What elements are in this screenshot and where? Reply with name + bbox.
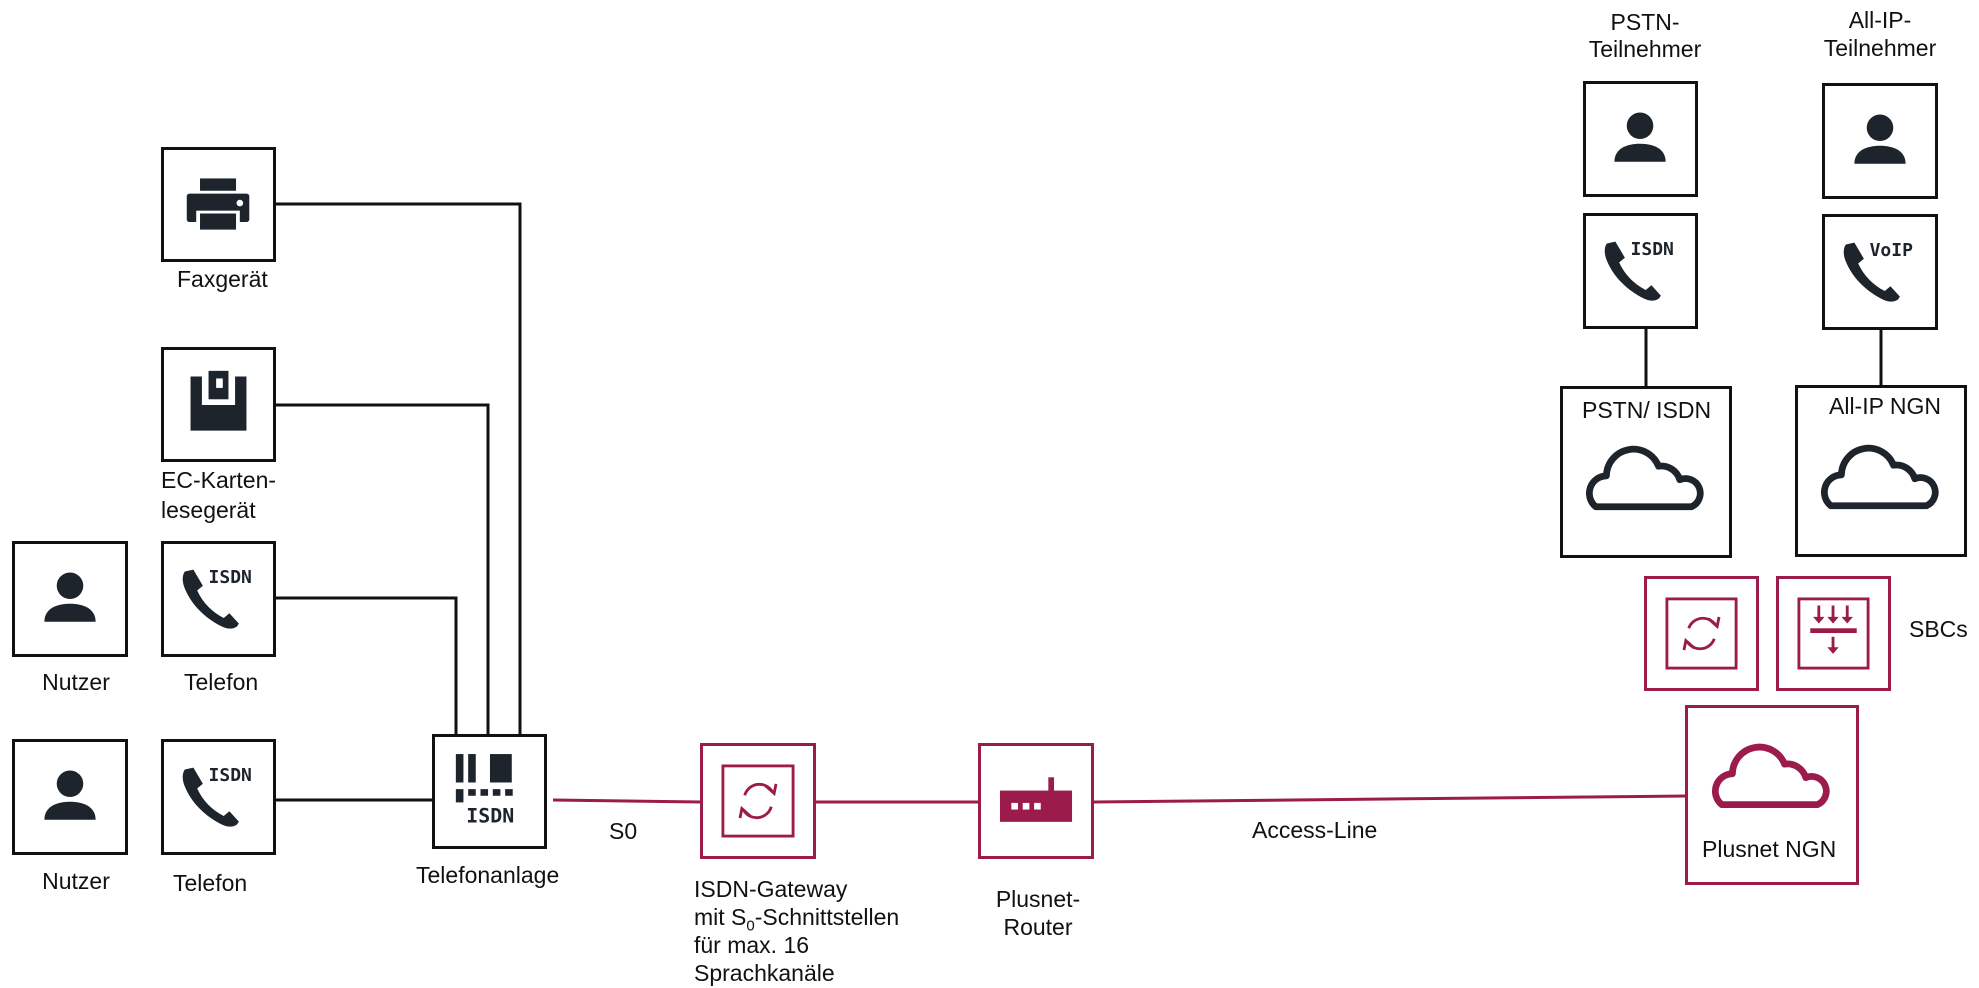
fax-device bbox=[161, 147, 276, 262]
router-icon bbox=[999, 777, 1073, 822]
pbx-icon-text: ISDN bbox=[466, 804, 514, 827]
fax-label: Faxgerät bbox=[177, 266, 268, 292]
sbc-sync-box bbox=[1644, 576, 1759, 691]
pstn-subscriber-label-line1: PSTN- bbox=[1610, 9, 1680, 35]
user-1-label: Nutzer bbox=[42, 669, 110, 695]
isdn-phone-icon: ISDN bbox=[182, 567, 252, 629]
fax-line bbox=[276, 202, 522, 737]
pstn-network-box bbox=[1560, 386, 1732, 558]
sbc-filter-box bbox=[1776, 576, 1891, 691]
gateway-label-line4: Sprachkanäle bbox=[694, 960, 835, 986]
sync-arrows-icon bbox=[721, 764, 795, 838]
printer-icon bbox=[186, 178, 250, 232]
card-reader-device bbox=[161, 347, 276, 462]
card-reader-label-line1: EC-Karten- bbox=[161, 467, 277, 493]
allip-phone-icon-text: VoIP bbox=[1870, 240, 1914, 261]
router-box bbox=[978, 743, 1094, 859]
person-icon bbox=[44, 770, 96, 820]
gateway-line2-suffix: -Schnittstellen bbox=[754, 904, 900, 930]
cloud-icon bbox=[1821, 444, 1939, 510]
card-reader-label-line2: lesegerät bbox=[161, 497, 256, 523]
card-reader-icon bbox=[190, 370, 247, 431]
phone-2-icon-text: ISDN bbox=[209, 765, 252, 786]
s0-label: S0 bbox=[609, 818, 638, 844]
allip-subscriber-label-line2: Teilnehmer bbox=[1823, 35, 1937, 61]
person-icon bbox=[1854, 114, 1906, 164]
gateway-line2-prefix: mit S bbox=[694, 904, 747, 930]
gateway-label-line1: ISDN-Gateway bbox=[694, 876, 848, 902]
s0-line bbox=[552, 798, 703, 804]
plusnet-ngn-box bbox=[1685, 705, 1859, 885]
phone-1-label: Telefon bbox=[184, 669, 259, 695]
pbx-box: ISDN bbox=[432, 734, 547, 849]
pbx-label: Telefonanlage bbox=[416, 862, 560, 888]
phone-1-icon-text: ISDN bbox=[209, 567, 252, 588]
plusnet-ngn-label: Plusnet NGN bbox=[1702, 836, 1837, 862]
pstn-phone-icon-text: ISDN bbox=[1631, 239, 1674, 260]
cloud-icon bbox=[1711, 743, 1830, 809]
access-line bbox=[1093, 794, 1688, 804]
phone-2-box: ISDN bbox=[161, 739, 276, 855]
pstn-phone-box: ISDN bbox=[1583, 213, 1698, 329]
allip-user-box bbox=[1822, 83, 1938, 199]
router-label-line2: Router bbox=[1003, 914, 1073, 940]
isdn-pbx-icon: ISDN bbox=[455, 754, 514, 827]
isdn-gateway-box bbox=[700, 743, 816, 859]
user-1-box bbox=[12, 541, 128, 657]
allip-subscriber-label-line1: All-IP- bbox=[1848, 7, 1912, 33]
card-reader-line bbox=[276, 403, 490, 737]
pstn-user-box bbox=[1583, 81, 1698, 197]
phone-1-box: ISDN bbox=[161, 541, 276, 657]
person-icon bbox=[44, 572, 96, 622]
cloud-icon bbox=[1586, 445, 1704, 511]
allip-network-box bbox=[1795, 385, 1967, 557]
router-label-line1: Plusnet- bbox=[995, 886, 1081, 912]
person-icon bbox=[1614, 112, 1666, 162]
phone-1-line bbox=[276, 596, 458, 737]
allip-network-label: All-IP NGN bbox=[1829, 393, 1942, 419]
pstn-network-label: PSTN/ ISDN bbox=[1582, 397, 1712, 423]
voip-phone-icon: VoIP bbox=[1843, 240, 1914, 302]
user-2-label: Nutzer bbox=[42, 868, 110, 894]
access-line-label: Access-Line bbox=[1252, 817, 1378, 843]
user-2-box bbox=[12, 739, 128, 855]
allip-phone-box: VoIP bbox=[1822, 214, 1938, 330]
gateway-label-line3: für max. 16 bbox=[694, 932, 810, 958]
phone-2-label: Telefon bbox=[173, 870, 248, 896]
filter-arrows-icon bbox=[1797, 597, 1870, 670]
pstn-subscriber-label-line2: Teilnehmer bbox=[1588, 36, 1702, 62]
isdn-phone-icon: ISDN bbox=[1604, 239, 1674, 301]
isdn-phone-icon: ISDN bbox=[182, 765, 252, 827]
sync-arrows-icon bbox=[1665, 597, 1738, 670]
gateway-line2-sub: 0 bbox=[746, 917, 755, 935]
sbcs-label: SBCs bbox=[1909, 616, 1968, 642]
gateway-label-line2: mit S0-Schnittstellen bbox=[694, 903, 900, 934]
